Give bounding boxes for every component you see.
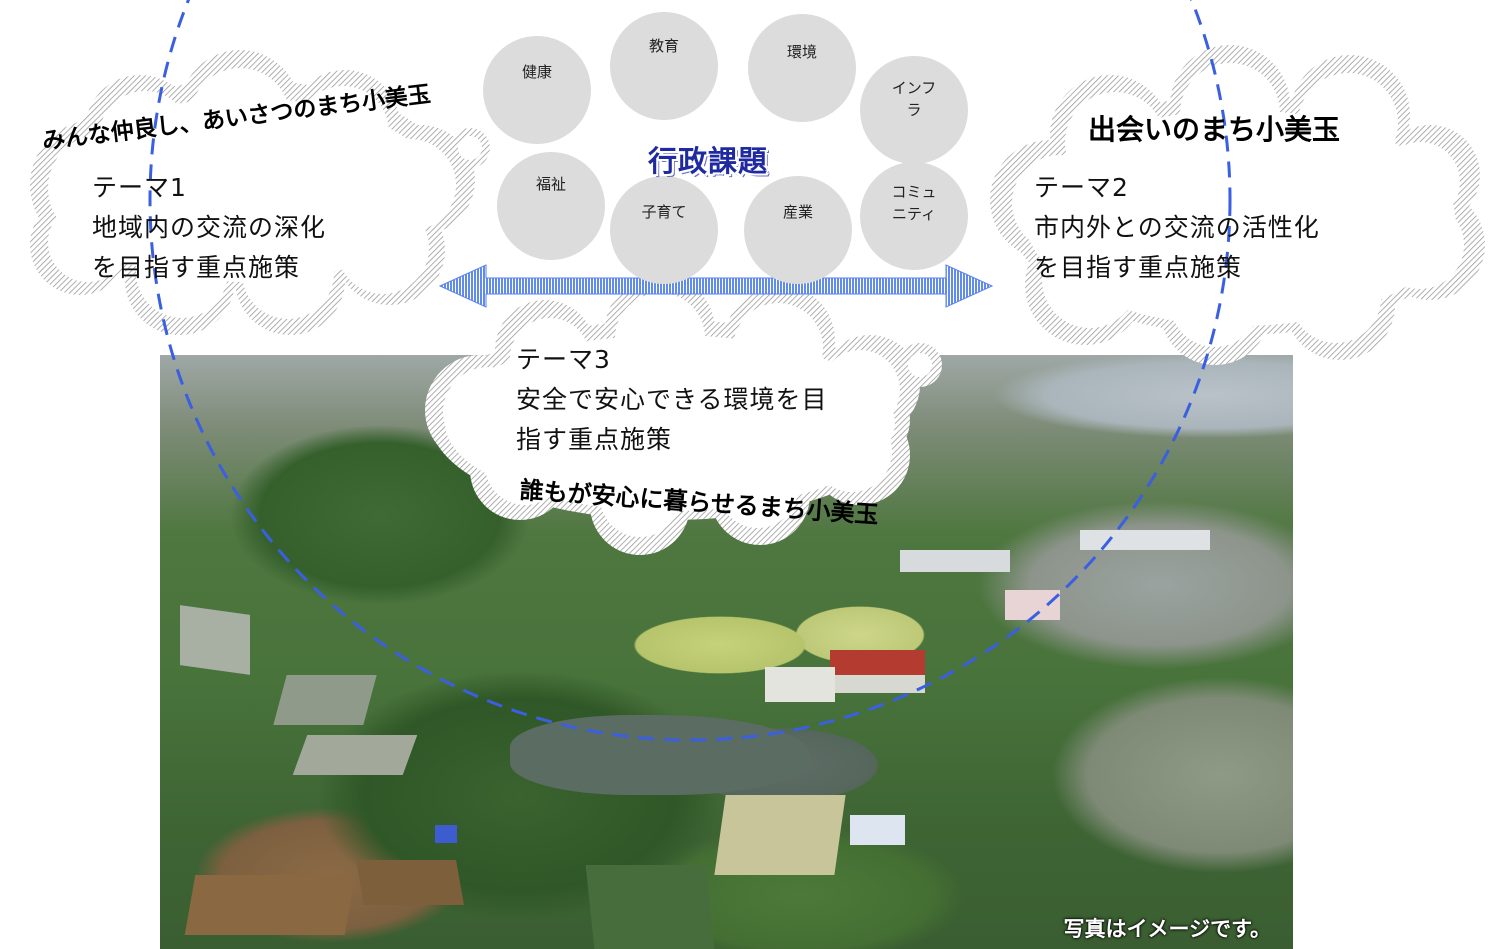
- theme1-text: テーマ1 地域内の交流の深化 を目指す重点施策: [92, 168, 326, 288]
- theme2-line2: を目指す重点施策: [1034, 253, 1243, 282]
- theme2-line1: 市内外との交流の活性化: [1034, 213, 1320, 242]
- dashed-circle: [148, 0, 1232, 742]
- theme3-line1: 安全で安心できる環境を目: [516, 385, 828, 414]
- theme3-heading: テーマ3: [516, 345, 611, 374]
- photo-caption: 写真はイメージです。: [1063, 917, 1271, 941]
- issue-bubble-environment: 環境: [748, 14, 856, 122]
- issues-title: 行政課題: [648, 144, 769, 178]
- cloud-theme2: [990, 45, 1485, 365]
- issue-label: 健康: [521, 63, 552, 81]
- theme3-text: テーマ3 安全で安心できる環境を目 指す重点施策: [516, 340, 828, 460]
- issue-label: 子育て: [641, 203, 687, 221]
- issue-label: 福祉: [535, 175, 566, 193]
- theme2-text: テーマ2 市内外との交流の活性化 を目指す重点施策: [1034, 168, 1320, 288]
- issue-label: 環境: [786, 43, 817, 61]
- theme2-slogan: 出会いのまち小美玉: [1088, 113, 1341, 146]
- issue-bubble-community: コミュ ニティ: [860, 162, 968, 270]
- issue-label: 教育: [648, 37, 679, 55]
- theme2-heading: テーマ2: [1034, 173, 1129, 202]
- issue-bubble-health: 健康: [483, 36, 591, 144]
- issue-bubble-infrastructure: インフ ラ: [860, 56, 968, 164]
- double-arrow: [438, 264, 994, 308]
- cloud-theme3: [425, 275, 942, 555]
- issue-label: インフ ラ: [891, 79, 937, 119]
- issue-bubble-welfare: 福祉: [497, 152, 605, 260]
- theme1-line2: を目指す重点施策: [92, 253, 301, 282]
- issue-bubble-education: 教育: [610, 12, 718, 120]
- issue-bubble-childcare: 子育て: [610, 176, 718, 284]
- theme1-heading: テーマ1: [92, 173, 187, 202]
- theme1-line1: 地域内の交流の深化: [92, 213, 327, 242]
- issue-label: コミュ ニティ: [891, 183, 937, 223]
- theme3-line2: 指す重点施策: [516, 425, 673, 454]
- issue-label: 産業: [782, 203, 813, 221]
- cloud-theme1: [30, 50, 490, 335]
- issue-bubble-industry: 産業: [744, 176, 852, 284]
